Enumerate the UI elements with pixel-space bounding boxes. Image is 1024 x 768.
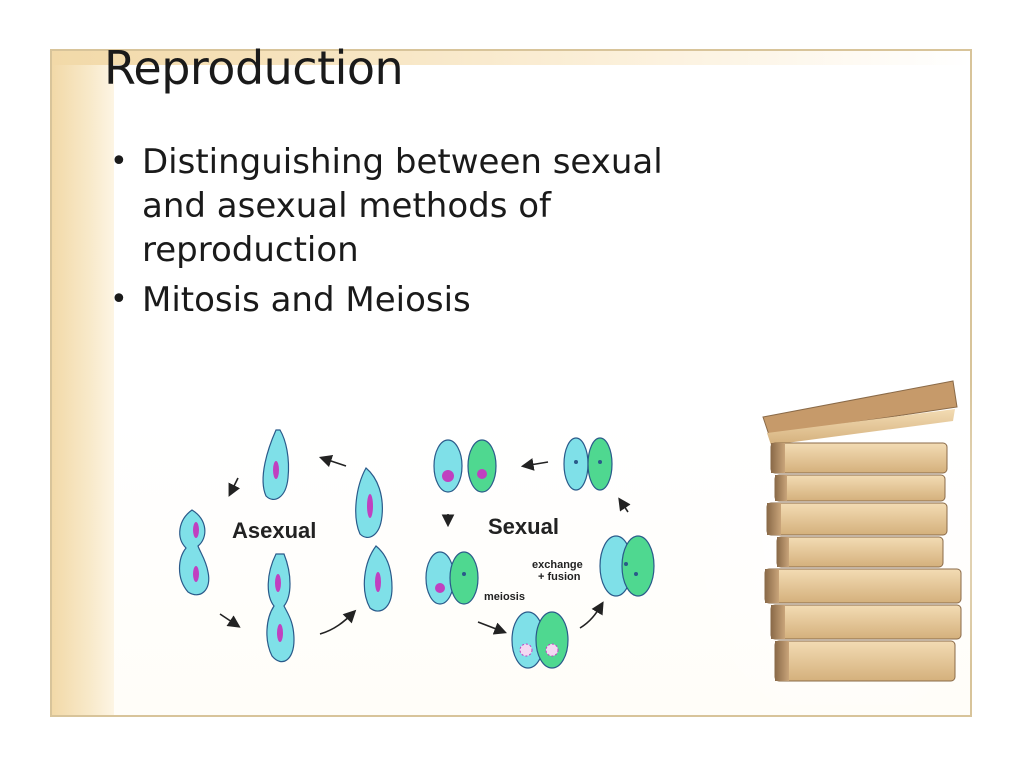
book-icon <box>766 502 948 536</box>
nucleus-icon <box>193 522 199 538</box>
bullet-icon: • <box>110 144 128 179</box>
bullet-icon: • <box>110 282 128 317</box>
book-pages <box>767 409 955 445</box>
asexual-cycle: Asexual <box>178 429 393 663</box>
nucleus-icon <box>435 583 445 593</box>
nucleus-icon <box>375 572 381 592</box>
cell-icon <box>535 611 569 669</box>
arrow-icon <box>520 458 549 471</box>
bullet-item: • Distinguishing between sexual and asex… <box>104 140 664 272</box>
books-stack-image <box>705 345 985 705</box>
nucleus-icon <box>598 460 602 464</box>
nucleus-icon <box>193 566 199 582</box>
book-icon <box>774 474 946 502</box>
book-icon <box>764 568 962 604</box>
book-spine <box>765 569 779 603</box>
dividing-cell-icon <box>266 553 295 663</box>
nucleus-icon <box>367 494 373 518</box>
arrow-icon <box>318 454 347 468</box>
book-stack <box>764 442 962 682</box>
reproduction-cycle-diagram: Asexual Sexual exchange <box>178 429 655 669</box>
book-spine <box>771 443 785 473</box>
nucleus-icon <box>442 470 454 482</box>
fusion-label: + fusion <box>538 571 581 583</box>
meiosis-label: meiosis <box>484 591 525 603</box>
cell-icon <box>433 439 463 493</box>
nucleus-icon <box>477 469 487 479</box>
nucleus-icon <box>545 643 559 657</box>
bullet-text: Mitosis and Meiosis <box>142 280 471 320</box>
nucleus-icon <box>574 460 578 464</box>
nucleus-icon <box>462 572 466 576</box>
bullet-list: • Distinguishing between sexual and asex… <box>104 140 664 328</box>
dividing-cell-icon <box>178 509 210 596</box>
book-spine <box>771 605 785 639</box>
book-icon <box>774 640 956 682</box>
bullet-text: Distinguishing between sexual and asexua… <box>142 142 663 270</box>
arrow-icon <box>228 477 241 497</box>
cell-icon <box>621 535 655 597</box>
exchange-label: exchange <box>532 559 583 571</box>
book-icon <box>770 604 962 640</box>
frame-left-band <box>52 51 114 715</box>
sexual-label: Sexual <box>488 514 559 539</box>
book-icon <box>762 380 958 436</box>
cell-icon <box>449 551 479 605</box>
nucleus-icon <box>634 572 638 576</box>
arrow-icon <box>579 601 604 629</box>
cell-icon <box>467 439 497 493</box>
bullet-item: • Mitosis and Meiosis <box>104 278 664 322</box>
nucleus-icon <box>277 624 283 642</box>
arrow-icon <box>219 613 241 628</box>
nucleus-icon <box>624 562 628 566</box>
nucleus-icon <box>273 461 279 479</box>
book-spine <box>777 537 789 567</box>
asexual-label: Asexual <box>232 518 316 543</box>
arrow-icon <box>319 609 357 635</box>
nucleus-icon <box>275 574 281 592</box>
book-spine <box>775 641 789 681</box>
book-spine <box>767 503 781 535</box>
frame-top-band <box>52 51 970 65</box>
book-spine <box>775 475 787 501</box>
book-icon <box>770 442 948 474</box>
slide-title: Reproduction <box>104 41 404 95</box>
arrow-icon <box>618 497 631 513</box>
book-icon <box>776 536 944 568</box>
sexual-cycle: Sexual exchange + fusion meiosis <box>425 437 655 669</box>
nucleus-icon <box>519 643 533 657</box>
arrow-icon <box>477 621 507 635</box>
